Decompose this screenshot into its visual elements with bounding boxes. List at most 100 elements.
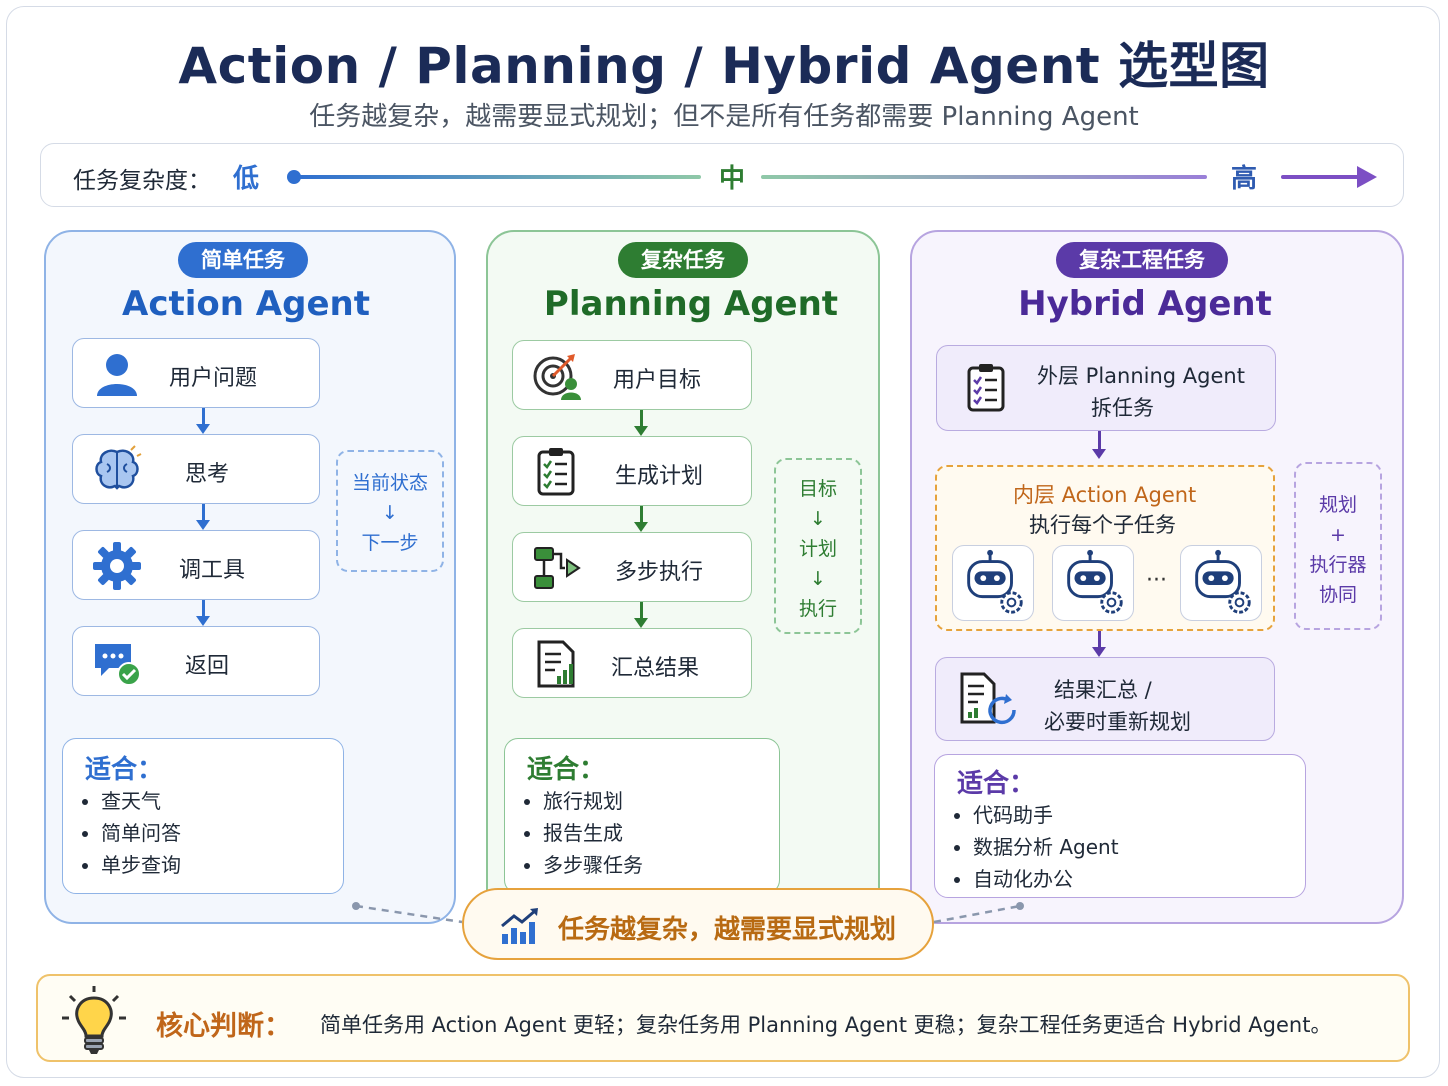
hybrid-title: Hybrid Agent [1018, 284, 1272, 324]
action-tag: 简单任务 [178, 242, 308, 278]
complexity-arrow-shaft [1281, 175, 1361, 179]
action-step-4: 返回 [72, 626, 320, 696]
user-icon [97, 354, 137, 396]
checklist-icon [967, 364, 1005, 412]
list-item: 多步骤任务 [543, 849, 643, 881]
action-step-3: 调工具 [72, 530, 320, 600]
complexity-mid: 中 [719, 164, 746, 194]
side-line: 协同 [1318, 584, 1357, 606]
trend-chart-icon [501, 908, 538, 944]
complexity-line-right [761, 175, 1207, 179]
planning-arrow-1 [634, 410, 648, 436]
list-item: 自动化办公 [973, 863, 1119, 895]
planning-arrow-3 [634, 602, 648, 628]
planning-step-label: 生成计划 [615, 464, 704, 489]
hybrid-fit-box: 适合： 代码助手 数据分析 Agent 自动化办公 [934, 754, 1306, 898]
robot-ellipsis: ··· [1146, 568, 1167, 593]
side-line: 执行器 [1309, 554, 1367, 576]
robot-gear-icon [1067, 549, 1123, 614]
list-item: 查天气 [101, 785, 181, 817]
action-step-label: 返回 [185, 654, 230, 679]
outer-line2: 拆任务 [1091, 396, 1154, 420]
hybrid-arrow-1 [1092, 431, 1106, 459]
action-fit-box: 适合： 查天气 简单问答 单步查询 [62, 738, 344, 894]
hybrid-arrow-2 [1092, 631, 1106, 657]
gear-icon [93, 542, 141, 590]
hybrid-tag: 复杂工程任务 [1056, 242, 1228, 278]
action-title: Action Agent [122, 284, 370, 324]
complexity-bar: 任务复杂度： 低 中 高 [40, 143, 1404, 207]
list-item: 数据分析 Agent [973, 831, 1119, 863]
side-line: 计划 [798, 538, 837, 560]
planning-fit-box: 适合： 旅行规划 报告生成 多步骤任务 [504, 738, 780, 894]
hybrid-side-note: 规划 + 执行器 协同 [1294, 462, 1382, 630]
complexity-high: 高 [1231, 164, 1258, 194]
core-text: 简单任务用 Action Agent 更轻；复杂任务用 Planning Age… [320, 1013, 1332, 1037]
center-note: 任务越复杂，越需要显式规划 [462, 888, 934, 960]
planning-step-label: 多步执行 [615, 560, 704, 585]
action-arrow-1 [196, 408, 210, 434]
side-plus: + [1330, 524, 1346, 546]
action-arrow-2 [196, 504, 210, 530]
planning-fit-title: 适合： [527, 755, 606, 785]
page-subtitle: 任务越复杂，越需要显式规划；但不是所有任务都需要 Planning Agent [309, 102, 1139, 132]
complexity-line-left [297, 175, 701, 179]
side-arrow-icon: ↓ [382, 502, 398, 524]
side-line: 当前状态 [351, 472, 428, 494]
action-step-label: 思考 [185, 462, 230, 487]
core-label: 核心判断： [156, 1011, 291, 1042]
planning-arrow-2 [634, 506, 648, 532]
lightbulb-icon [62, 986, 126, 1054]
side-arrow-icon: ↓ [810, 568, 826, 590]
list-item: 简单问答 [101, 817, 181, 849]
robot-gear-icon [1195, 549, 1251, 614]
action-step-2: 思考 [72, 434, 320, 504]
outer-frame [6, 6, 1440, 1078]
side-line: 规划 [1318, 494, 1357, 516]
inner-line1: 内层 Action Agent [1013, 483, 1197, 507]
report-icon [537, 640, 575, 688]
result-line1: 结果汇总 / [1054, 678, 1152, 702]
core-judgement: 核心判断： 简单任务用 Action Agent 更轻；复杂任务用 Planni… [36, 974, 1410, 1062]
hybrid-fit-title: 适合： [957, 769, 1036, 799]
side-line: 下一步 [361, 532, 419, 554]
planning-title: Planning Agent [543, 284, 839, 324]
list-item: 报告生成 [543, 817, 643, 849]
action-step-1: 用户问题 [72, 338, 320, 408]
complexity-start-dot [287, 170, 301, 184]
page-title: Action / Planning / Hybrid Agent 选型图 [178, 37, 1270, 95]
complexity-arrow-icon [1357, 166, 1377, 188]
complexity-low: 低 [233, 164, 260, 194]
robot-3 [1180, 545, 1262, 621]
side-line: 执行 [798, 598, 837, 620]
planning-step-3: 多步执行 [512, 532, 752, 602]
action-arrow-3 [196, 600, 210, 626]
planning-step-2: 生成计划 [512, 436, 752, 506]
action-step-label: 调工具 [179, 558, 246, 583]
result-line2: 必要时重新规划 [1044, 710, 1191, 734]
robot-gear-icon [967, 549, 1023, 614]
hybrid-outer-planning: 外层 Planning Agent 拆任务 [936, 345, 1276, 431]
brain-icon [95, 445, 142, 490]
side-line: 目标 [798, 478, 837, 500]
robot-1 [952, 545, 1034, 621]
outer-line1: 外层 Planning Agent [1037, 364, 1245, 388]
list-item: 单步查询 [101, 849, 181, 881]
complexity-label: 任务复杂度： [73, 168, 211, 194]
list-item: 代码助手 [973, 799, 1119, 831]
action-side-note: 当前状态 ↓ 下一步 [336, 450, 444, 572]
planning-tag: 复杂任务 [618, 242, 748, 278]
planning-side-note: 目标 ↓ 计划 ↓ 执行 [774, 458, 862, 634]
inner-line2: 执行每个子任务 [1029, 513, 1176, 537]
hybrid-result: 结果汇总 / 必要时重新规划 [935, 657, 1275, 741]
list-item: 旅行规划 [543, 785, 643, 817]
center-note-text: 任务越复杂，越需要显式规划 [558, 915, 897, 945]
target-user-icon [533, 354, 581, 400]
action-fit-title: 适合： [85, 755, 164, 785]
planning-step-label: 汇总结果 [611, 656, 700, 681]
planning-step-label: 用户目标 [613, 368, 702, 393]
side-arrow-icon: ↓ [810, 508, 826, 530]
flow-icon [534, 547, 581, 589]
checklist-icon [537, 448, 575, 496]
